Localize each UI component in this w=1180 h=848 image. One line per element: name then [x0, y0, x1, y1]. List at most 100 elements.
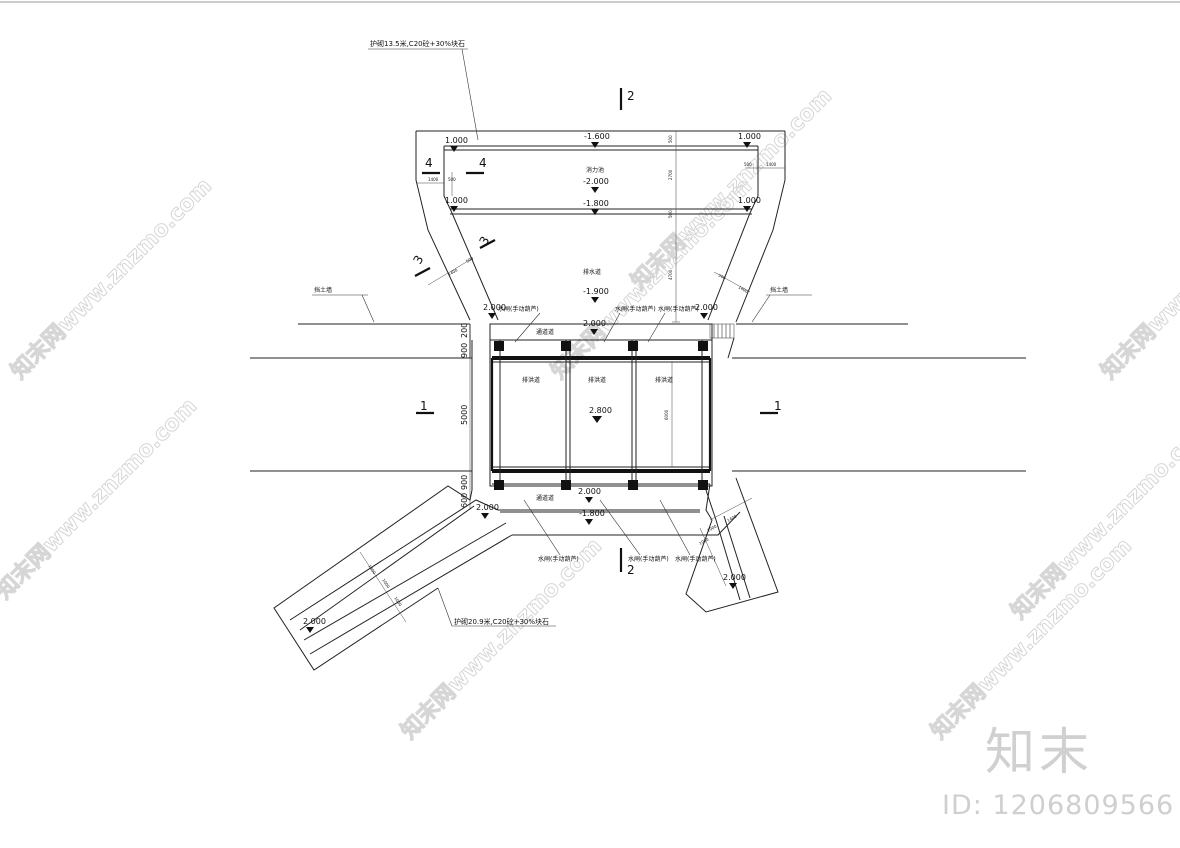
walkway-bottom: 通道道 — [536, 494, 554, 502]
elev-basin: -2.000 — [583, 177, 609, 186]
dim-text: 500 — [668, 135, 673, 143]
svg-text:900: 900 — [460, 343, 469, 358]
dim-text: 1400 — [367, 564, 377, 576]
watermark-text: 知末网www.znzmo.com — [396, 533, 607, 744]
section-3-label-b: 3 — [476, 234, 492, 248]
dim-text: 500 — [465, 255, 475, 263]
elev-marker — [700, 313, 708, 319]
elev-bl-end: 2.000 — [303, 617, 326, 626]
dim-text: 1400 — [428, 177, 439, 182]
elev-bl-wall: 2.000 — [476, 503, 499, 512]
bay-left: 排洪道 — [522, 376, 540, 384]
dim-text: 1000 — [698, 536, 710, 545]
leader-line — [603, 312, 621, 343]
section-2-bottom-label: 2 — [627, 563, 635, 577]
dim-text: 1000 — [381, 578, 391, 590]
dim-text: 1400 — [766, 162, 777, 167]
dim-text: 1000 — [706, 523, 718, 532]
elev-marker — [585, 519, 593, 525]
elev-marker — [450, 146, 458, 152]
elev-marker — [591, 297, 599, 303]
elev-marker — [450, 206, 458, 212]
retaining-wall-right: 挡土墙 — [770, 286, 788, 294]
gate-label-tl: 水闸(手动葫芦) — [498, 305, 539, 313]
elev-top-center: -1.600 — [584, 132, 610, 141]
leader-line — [659, 499, 691, 556]
section-4-label-a: 4 — [425, 156, 433, 170]
svg-text:900: 900 — [460, 475, 469, 490]
elev-marker — [729, 583, 737, 589]
leader-line — [599, 499, 641, 556]
elev-sill-right: 1.000 — [738, 196, 761, 205]
section-3-marker-b — [479, 239, 496, 249]
dim-text: 500 — [718, 273, 728, 281]
watermark-text: 知末网www.znzmo.com — [6, 173, 217, 384]
leader-line — [647, 312, 666, 343]
elev-marker — [591, 187, 599, 193]
elev-abut-left: 2.000 — [483, 303, 506, 312]
watermark-text: 知末网www.znzmo.com — [0, 393, 202, 604]
elev-marker — [591, 142, 599, 148]
elev-marker — [590, 329, 598, 335]
elev-top-left: 1.000 — [445, 136, 468, 145]
elev-sill: -1.800 — [583, 199, 609, 208]
elev-br-end: 2.000 — [723, 573, 746, 582]
image-id-label: ID: 1206809566 — [942, 790, 1175, 821]
dim-text: 4700 — [668, 269, 673, 280]
elev-marker — [743, 206, 751, 212]
sluice-structure — [471, 323, 713, 490]
ground-lines — [250, 323, 1026, 472]
gate-label-tr: 水闸(手动葫芦) — [658, 305, 699, 313]
dim-text: 2700 — [668, 169, 673, 180]
lower-outlet — [273, 477, 779, 671]
dim-text: 500 — [448, 177, 456, 182]
dim-text: 500 — [668, 210, 673, 218]
leader-line — [461, 48, 479, 141]
gate-label-bl: 水闸(手动葫芦) — [538, 555, 579, 563]
elev-bed: 2.800 — [589, 406, 612, 415]
gate-label-br: 水闸(手动葫芦) — [675, 555, 716, 563]
elev-marker — [743, 142, 751, 148]
retaining-wall-left: 挡土墙 — [314, 286, 332, 294]
left-dimensions: 900 200 5000 600 900 — [460, 323, 471, 510]
dim-text: 6000 — [664, 409, 669, 420]
channel-label: 排水道 — [583, 268, 601, 276]
elev-sill-left: 1.000 — [445, 196, 468, 205]
watermark-text: 知末网www.znzmo.com — [626, 83, 837, 294]
elev-marker — [306, 627, 314, 633]
elev-deck-top: 2.000 — [583, 319, 606, 328]
leader-line — [514, 312, 541, 343]
walkway-top: 通道道 — [536, 328, 554, 336]
basin-label: 消力池 — [586, 166, 604, 174]
svg-text:200: 200 — [460, 323, 469, 338]
upper-basin — [415, 130, 786, 323]
section-1-label-right: 1 — [774, 399, 782, 413]
dim-text: 1400 — [726, 513, 738, 522]
dim-text: 1400 — [447, 267, 459, 277]
elev-marker — [488, 313, 496, 319]
gate-label-bm: 水闸(手动葫芦) — [628, 555, 669, 563]
section-3-label-a: 3 — [410, 253, 426, 267]
leader-line — [751, 294, 771, 323]
watermark-text: 知末网www.znzmo.com — [1096, 173, 1180, 384]
dim-text: 1400 — [738, 285, 750, 295]
elev-top-right: 1.000 — [738, 132, 761, 141]
dim-text: 1000 — [393, 596, 403, 608]
elev-marker — [585, 497, 593, 503]
elev-bottom-sill: -1.800 — [579, 509, 605, 518]
svg-text:5000: 5000 — [460, 405, 469, 425]
brand-watermark: 知末 — [985, 723, 1093, 781]
leader-line — [437, 587, 453, 627]
elev-marker — [481, 513, 489, 519]
elev-marker — [591, 209, 599, 215]
bay-mid: 排洪道 — [588, 376, 606, 384]
apron-note-bottom: 护砌20.9米,C20砼+30%块石 — [454, 617, 549, 626]
leader-line — [523, 499, 561, 556]
section-3-marker-a — [414, 267, 431, 277]
section-1-label-left: 1 — [420, 399, 428, 413]
bay-right: 排洪道 — [655, 376, 673, 384]
section-4-label-b: 4 — [479, 156, 487, 170]
section-2-top-label: 2 — [627, 89, 635, 103]
gate-label-tm: 水闸(手动葫芦) — [615, 305, 656, 313]
